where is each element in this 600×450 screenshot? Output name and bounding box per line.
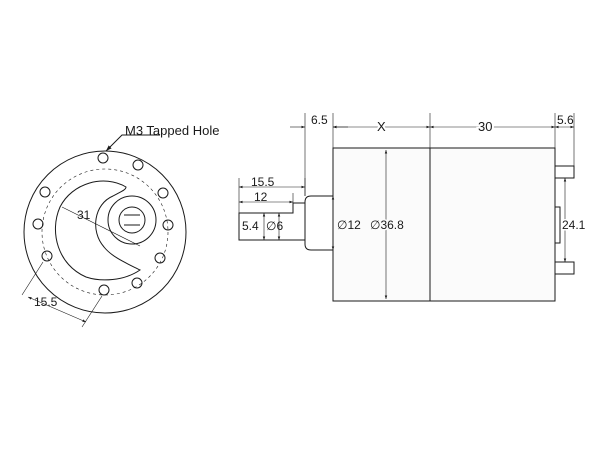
bolt-circle-label: 31 [77,208,91,222]
tapped-hole-leader [105,134,160,152]
offset-dimension-line [27,296,87,323]
terminal-length-label: 5.6 [557,113,574,127]
front-outer-flange [23,150,187,314]
tapped-hole [154,252,166,264]
side-view: 6.5 X 30 5.6 15.5 12 5.4 ∅6 ∅12 ∅36.8 [238,113,587,302]
terminal-span-label: 24.1 [562,218,586,232]
offset-extension [81,295,103,328]
tapped-hole [39,186,51,198]
shaft-dia-label: ∅6 [266,219,283,233]
flat-length-label: 12 [254,190,268,204]
tapped-hole-label: M3 Tapped Hole [125,123,219,138]
rear-bump [555,206,561,244]
flat-height-label: 5.4 [242,219,259,233]
motor-length-label: 30 [478,119,492,134]
bolt-circle-reference [41,168,169,296]
tapped-hole [131,277,143,289]
output-shaft [238,202,305,241]
gearbox-length-label: X [377,119,386,134]
bolt-circle-leader [61,206,141,247]
boss-length-label: 6.5 [311,113,328,127]
body-dia-label: ∅36.8 [370,218,404,232]
tapped-hole [98,284,110,296]
front-view: M3 Tapped Hole 31 15.5 [21,123,219,328]
motor-body [332,147,556,302]
tapped-hole [97,152,109,164]
terminal [554,165,575,179]
hub-inner [118,206,146,234]
boss-dia-label: ∅12 [337,218,361,232]
hub-shaft-flat [124,214,140,226]
tapped-hole [41,250,53,262]
hub-outer [107,195,157,245]
terminal [554,261,575,275]
boss-collar [304,195,333,251]
tapped-hole [32,218,44,230]
tapped-hole [132,159,144,171]
shaft-length-label: 15.5 [251,175,275,189]
tapped-hole [162,219,174,231]
offset-extension [21,261,44,296]
crescent-slot [54,180,141,281]
offset-label: 15.5 [34,295,58,309]
tapped-hole [157,187,169,199]
